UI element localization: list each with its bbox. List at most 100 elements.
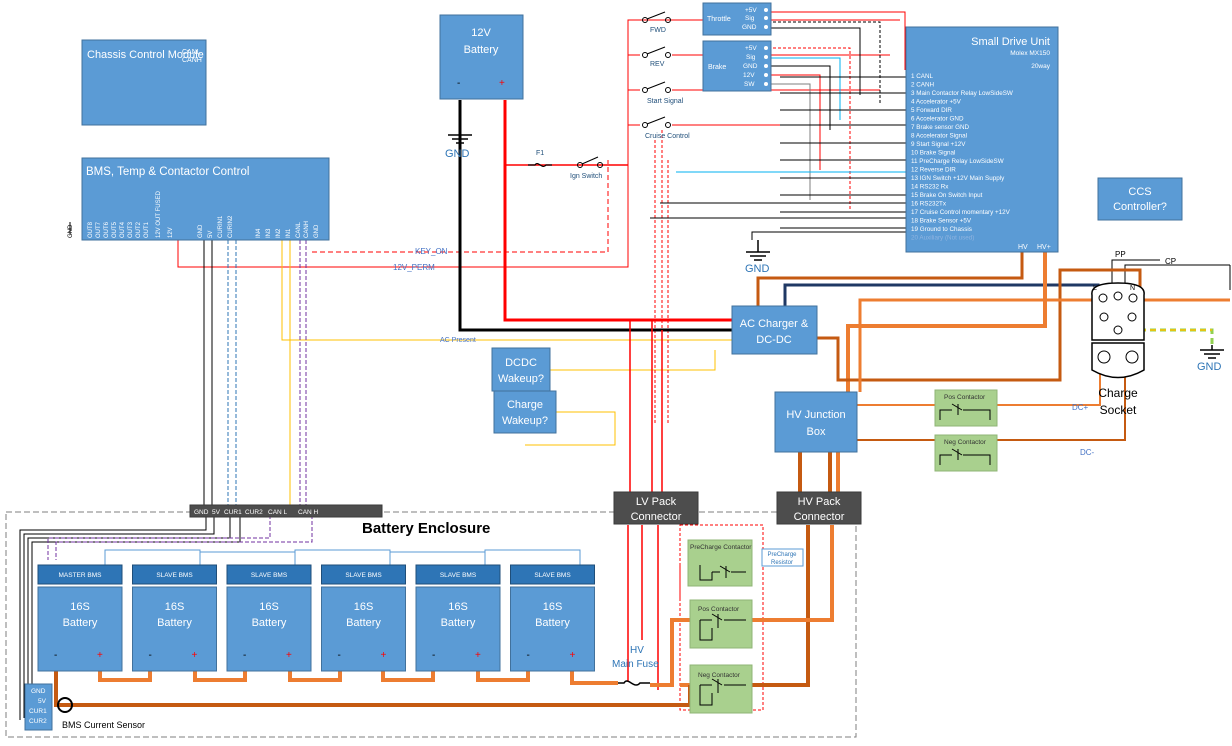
brake-block: Brake +5V Sig GND 12V SW (702, 40, 772, 92)
bus-pin: CAN L (268, 509, 288, 516)
gnd-symbol-3: GND (1197, 345, 1224, 373)
charge-wakeup-2: Wakeup? (502, 415, 548, 427)
socket-pin-l: L (1093, 285, 1097, 292)
socket-cp: CP (1165, 257, 1176, 266)
battery-label-1: 16S (448, 601, 468, 613)
pos-contactor-inner: Pos Contactor (689, 599, 753, 649)
bus-pin: CAN H (298, 509, 319, 516)
sdu-pin: 16 RS232Tx (911, 201, 947, 208)
battery-label-1: 16S (70, 601, 90, 613)
sdu-pin: 11 PreCharge Relay LowSideSW (911, 158, 1004, 165)
battery-12v: 12V Battery - + (439, 14, 524, 100)
battery-label-1: 16S (259, 601, 279, 613)
sdu-pin: 20 Auxiliary (Not used) (911, 235, 974, 242)
sdu-hv-pos: HV+ (1037, 244, 1051, 251)
battery-pos: + (475, 650, 481, 661)
fuse-f1-label: F1 (536, 150, 544, 157)
socket-pin-n: N (1130, 285, 1135, 292)
throttle-pin-gnd: GND (742, 24, 757, 31)
battery-label-2: Battery (157, 617, 192, 629)
bms-control-pin: OUT7 (96, 221, 102, 238)
sdu-pin: 17 Cruise Control momentary +12V (911, 209, 1011, 216)
battery-neg: - (338, 650, 341, 661)
brake-pin-gnd: GND (743, 63, 758, 70)
enclosure-title: Battery Enclosure (362, 520, 490, 537)
sdu-pin: 8 Accelerator Signal (911, 133, 967, 140)
bms-control-pin: CURIN1 (218, 215, 224, 238)
battery-pos: + (97, 650, 103, 661)
sdu-pin: 6 Accelerator GND (911, 116, 964, 123)
battery-label-2: Battery (441, 617, 476, 629)
bms-control-pin: 12V (168, 227, 174, 238)
ac-charger-dcdc: AC Charger & DC-DC (731, 305, 818, 355)
battery-pos: + (570, 650, 576, 661)
chassis-pin-canl: CANL (182, 49, 201, 56)
sdu-pin: 19 Ground to Chassis (911, 226, 972, 233)
precharge-contactor-label: PreCharge Contactor (690, 544, 752, 551)
sdu-pin: 7 Brake sensor GND (911, 124, 970, 131)
switch-cruise-label: Cruise Control (645, 133, 690, 140)
ccs-title-2: Controller? (1113, 201, 1167, 213)
sdu-pin: 2 CANH (911, 82, 935, 89)
bms-control-pin: GND (198, 224, 204, 238)
chassis-pin-canh: CANH (182, 57, 202, 64)
hv-fuse-label-1: HV (630, 645, 644, 656)
bms-control-pin: IN1 (286, 228, 292, 238)
throttle-pin-sig: Sig (745, 15, 755, 22)
cur-sensor-pin-gnd: GND (31, 688, 46, 695)
neg-contactor-outer-label: Neg Contactor (944, 439, 987, 446)
net-dc-pos: DC+ (1072, 403, 1089, 412)
dcdc-wakeup-2: Wakeup? (498, 373, 544, 385)
net-dc-neg: DC- (1080, 448, 1095, 457)
lv-pack-title-2: Connector (631, 511, 682, 523)
switch-start-label: Start Signal (647, 98, 684, 105)
ac-charger-title-1: AC Charger & (740, 318, 809, 330)
bus-pin: CUR1 (224, 509, 242, 516)
socket-title-2: Socket (1100, 403, 1137, 417)
hv-pack-title-1: HV Pack (798, 496, 841, 508)
pos-contactor-inner-label: Pos Contactor (698, 606, 740, 613)
sdu-pin: 1 CANL (911, 73, 934, 80)
cur-sensor-pin-cur1: CUR1 (29, 708, 47, 715)
net-ac-present: AC Present (440, 337, 476, 344)
ccs-title-1: CCS (1128, 186, 1151, 198)
switch-ign-label: Ign Switch (570, 173, 602, 180)
sdu-pin: 15 Brake On Switch Input (911, 192, 983, 199)
bms-control-pin: OUT6 (104, 221, 110, 238)
cur-sensor-label: BMS Current Sensor (62, 720, 145, 730)
pos-contactor-outer: Pos Contactor (934, 389, 998, 427)
brake-title: Brake (708, 64, 726, 71)
throttle-pin-5v: +5V (745, 7, 757, 14)
bms-control-pin: IN4 (256, 228, 262, 238)
battery-label-2: Battery (346, 617, 381, 629)
net-12v-perm: 12V_PERM (393, 263, 435, 272)
gnd-symbol-1: GND (445, 130, 472, 160)
brake-pin-sig: Sig (746, 54, 756, 61)
battery-label-2: Battery (63, 617, 98, 629)
battery-neg: - (149, 650, 152, 661)
dcdc-wakeup-1: DCDC (505, 357, 537, 369)
battery-pos: + (192, 650, 198, 661)
hv-pack-title-2: Connector (794, 511, 845, 523)
charge-socket: L N PP CP Charge Socket (1091, 250, 1176, 417)
switch-fwd-label: FWD (650, 27, 666, 34)
battery-12v-title-1: 12V (471, 27, 491, 39)
pos-contactor-outer-label: Pos Contactor (944, 394, 986, 401)
bms-control-pin: GND (68, 224, 74, 238)
brake-pin-12v: 12V (743, 72, 755, 79)
battery-neg: - (432, 650, 435, 661)
precharge-resistor: PreCharge Resistor (761, 548, 804, 567)
battery-12v-title-2: Battery (464, 44, 499, 56)
bms-control-pin: GND (314, 224, 320, 238)
battery-neg: - (527, 650, 530, 661)
socket-pp: PP (1115, 250, 1126, 259)
